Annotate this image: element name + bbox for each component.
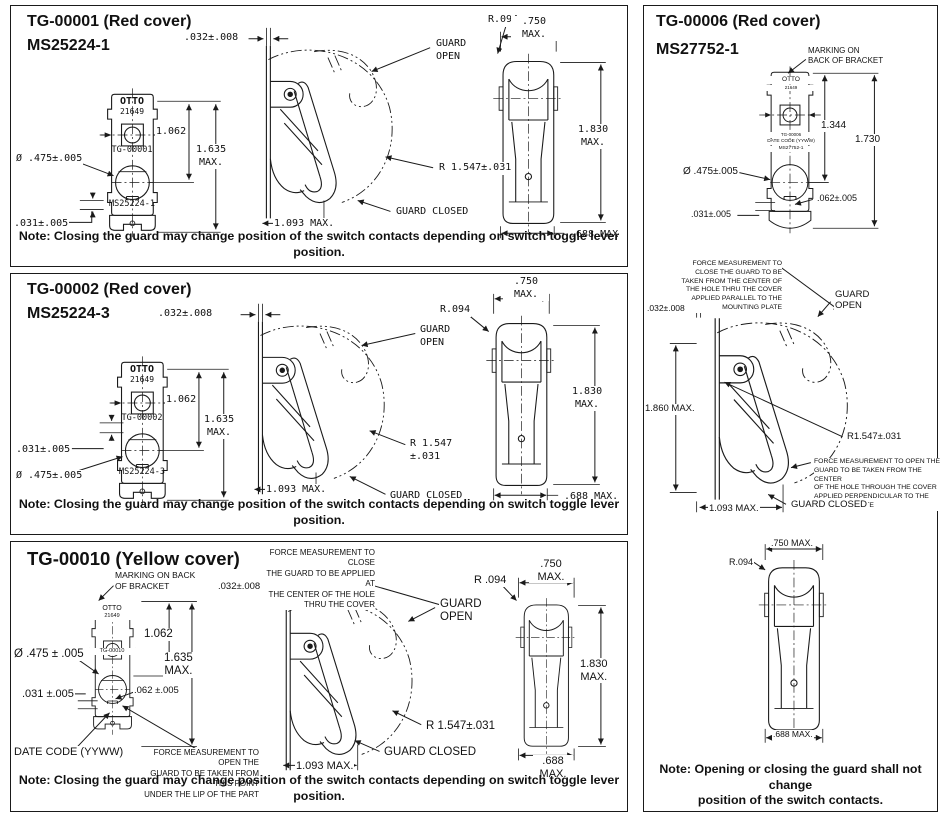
bracket-ms: MS27752-1 <box>762 146 820 153</box>
panel-tg-00010: TG-00010 (Yellow cover) MARKING ON BACK … <box>10 541 628 812</box>
radius-1547-label: R1.547±.031 <box>846 431 903 443</box>
dim-1062-label: 1.062 <box>165 394 198 407</box>
bracket-brand: OTTO <box>83 604 141 614</box>
date-code-label: DATE CODE (YYWW) <box>13 746 125 759</box>
guard-closed-label: GUARD CLOSED <box>389 490 464 503</box>
dim-1093-label: 1.093 MAX. <box>708 503 760 515</box>
panel-tg-00006: TG-00006 (Red cover) MS27752-1 MARKING O… <box>643 5 942 812</box>
dim-750-label: .750 MAX. <box>503 276 549 301</box>
panel-title: TG-00010 (Yellow cover) <box>27 548 240 569</box>
dim-1635-label: 1.635 MAX. <box>203 414 236 439</box>
bracket-ms: MS25224-3 <box>118 467 166 477</box>
guard-open-label: GUARD OPEN <box>419 324 452 349</box>
panel-title: TG-00006 (Red cover) <box>656 13 821 30</box>
dim-062-label: .062 ±.005 <box>133 685 180 697</box>
tg-00002-drawing <box>71 293 600 506</box>
dim-1093-label: 1.093 MAX. <box>265 484 328 497</box>
guard-open-label: GUARD OPEN <box>834 289 871 312</box>
dim-688-label: .688 MAX. <box>563 491 620 504</box>
dim-031-label: .031±.005 <box>690 209 732 220</box>
dim-688-label: .688 MAX. <box>533 755 573 781</box>
dim-062-label: .062±.005 <box>816 193 858 204</box>
bracket-part: TG-00001 <box>111 145 153 155</box>
bracket-date-code: DATE CODE (YYWW) <box>762 139 820 146</box>
bracket-ms: MS25224-1 <box>108 199 156 209</box>
dim-750-label: .750 MAX. <box>770 538 815 549</box>
dim-688-label: .688 MAX <box>569 229 620 242</box>
bracket-cage: 21649 <box>129 375 155 384</box>
bracket-part: TG-00002 <box>121 413 163 423</box>
dim-1830-label: 1.830 MAX. <box>577 124 610 149</box>
radius-094-label: R .094 <box>473 574 508 587</box>
dim-032-label: .032±.008 <box>217 581 262 593</box>
radius-1547-label: R 1.547 ±.031 <box>409 438 454 463</box>
dim-750-label: .750 MAX. <box>529 558 573 584</box>
dim-031-label: .031±.005 <box>13 218 70 231</box>
bracket-part: TG-00006 <box>762 132 820 138</box>
dim-dia-label: Ø .475 ± .005 <box>13 648 85 662</box>
dim-031-label: .031 ±.005 <box>21 688 75 701</box>
radius-094-label: R.094 <box>728 557 755 568</box>
panel-note: Note: Opening or closing the guard shall… <box>659 762 922 807</box>
marking-note: MARKING ON BACK OF BRACKET <box>115 570 196 593</box>
dim-750-label: .750 MAX. <box>511 16 557 41</box>
panel-subtitle: MS25224-3 <box>27 305 110 322</box>
bracket-cage: 21649 <box>119 107 145 116</box>
dim-1093-label: 1.093 MAX. <box>295 760 355 773</box>
bracket-brand: OTTO <box>762 76 820 85</box>
force-close-note: FORCE MEASUREMENT TO CLOSE THE GUARD TO … <box>261 548 375 611</box>
dim-1062-label: 1.062 <box>143 628 174 642</box>
dim-032-label: .032±.008 <box>646 303 686 314</box>
dim-1860-label: 1.860 MAX. <box>644 403 696 415</box>
dim-032-label: .032±.008 <box>183 32 240 45</box>
guard-open-label: GUARD OPEN <box>435 38 468 63</box>
panel-note: Note: Closing the guard may change posit… <box>18 229 620 259</box>
marking-note: MARKING ON BACK OF BRACKET <box>808 46 884 67</box>
bracket-brand: OTTO <box>129 364 155 375</box>
bracket-cage: 21649 <box>83 613 141 621</box>
panel-title: TG-00002 (Red cover) <box>27 281 192 298</box>
panel-tg-00001: TG-00001 (Red cover) MS25224-1 .032±.008… <box>10 5 628 267</box>
dim-1830-label: 1.830 MAX. <box>579 658 609 684</box>
panel-title: TG-00001 (Red cover) <box>27 13 192 30</box>
radius-1547-label: R 1.547±.031 <box>425 720 496 734</box>
dim-1830-label: 1.830 MAX. <box>571 386 604 411</box>
dim-dia-label: Ø .475±.005 <box>682 166 739 178</box>
dim-1344-label: 1.344 <box>820 120 848 132</box>
panel-note: Note: Closing the guard may change posit… <box>18 773 620 803</box>
panel-subtitle: MS27752-1 <box>656 41 739 58</box>
panel-note: Note: Closing the guard may change posit… <box>18 497 620 527</box>
dim-1635-label: 1.635 MAX. <box>163 652 194 679</box>
dim-dia-label: Ø .475±.005 <box>15 470 84 483</box>
radius-1547-label: R 1.547±.031 <box>438 162 513 175</box>
dim-1093-label: 1.093 MAX. <box>273 218 336 231</box>
guard-closed-label: GUARD CLOSED <box>395 206 470 219</box>
dim-032-label: .032±.008 <box>157 308 214 321</box>
force-close-note: FORCE MEASUREMENT TO CLOSE THE GUARD TO … <box>672 260 782 313</box>
guard-closed-label: GUARD CLOSED <box>790 499 869 511</box>
guard-open-label: GUARD OPEN <box>439 598 483 625</box>
bracket-brand: OTTO <box>119 96 145 107</box>
force-open-note: FORCE MEASUREMENT TO OPEN THE GUARD TO B… <box>131 748 259 800</box>
dim-dia-label: Ø .475±.005 <box>15 153 84 166</box>
dim-1635-label: 1.635 MAX. <box>195 144 228 169</box>
dim-1062-label: 1.062 <box>155 126 188 139</box>
dim-031-label: .031±.005 <box>15 444 72 457</box>
bracket-cage: 21649 <box>762 85 820 91</box>
dim-688-label: .688 MAX. <box>772 729 814 740</box>
radius-094-label: R.094 <box>439 304 472 317</box>
dim-1730-label: 1.730 <box>854 134 882 146</box>
bracket-part: TG-00010 <box>83 648 141 656</box>
guard-closed-label: GUARD CLOSED <box>383 746 478 760</box>
panel-subtitle: MS25224-1 <box>27 37 110 54</box>
panel-tg-00002: TG-00002 (Red cover) MS25224-3 .032±.008… <box>10 273 628 535</box>
